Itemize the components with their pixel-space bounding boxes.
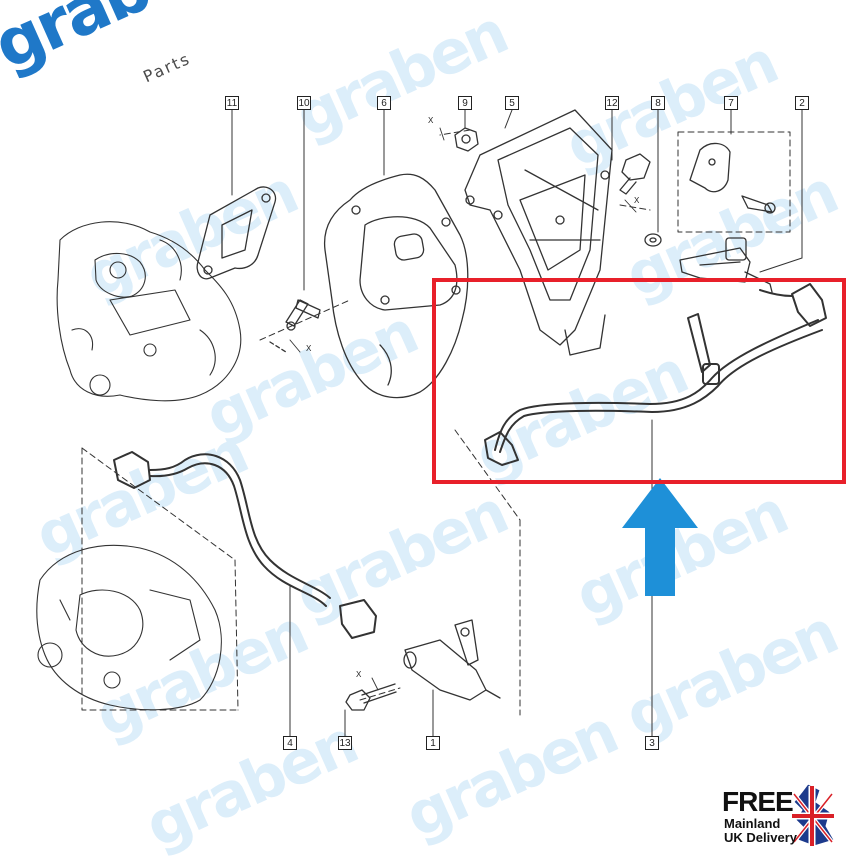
pointer-arrow bbox=[622, 478, 698, 596]
callout-12: 12 bbox=[605, 96, 619, 110]
nut-part-9 bbox=[454, 127, 479, 152]
axis-label: X bbox=[306, 344, 312, 353]
callout-10: 10 bbox=[297, 96, 311, 110]
highlight-box bbox=[432, 278, 846, 484]
washer-part-8 bbox=[644, 233, 662, 247]
delivery-free-label: FREE bbox=[722, 786, 794, 817]
callout-11: 11 bbox=[225, 96, 239, 110]
bracket-part-7 bbox=[689, 142, 776, 214]
callout-3: 3 bbox=[645, 736, 659, 750]
callout-9: 9 bbox=[458, 96, 472, 110]
callout-5: 5 bbox=[505, 96, 519, 110]
axis-label: X bbox=[428, 116, 434, 125]
stud-part-10 bbox=[269, 299, 321, 353]
sensor-part-2 bbox=[679, 237, 773, 293]
wiring-harness-part-3 bbox=[484, 283, 827, 466]
delivery-line-uk: UK Delivery bbox=[724, 830, 797, 845]
callout-1: 1 bbox=[426, 736, 440, 750]
gasket-part-11 bbox=[196, 186, 277, 280]
callout-4: 4 bbox=[283, 736, 297, 750]
gearbox-outline bbox=[36, 544, 222, 711]
sensor-part-1 bbox=[403, 619, 501, 701]
callout-8: 8 bbox=[651, 96, 665, 110]
leader-line-5 bbox=[504, 109, 513, 129]
axis-label: X bbox=[356, 670, 362, 679]
callout-13: 13 bbox=[338, 736, 352, 750]
callout-2: 2 bbox=[795, 96, 809, 110]
callout-6: 6 bbox=[377, 96, 391, 110]
wiring-harness-part-4 bbox=[113, 451, 377, 639]
bracket-part-5 bbox=[464, 109, 613, 356]
engine-block-outline bbox=[56, 221, 242, 402]
uk-flag-icon bbox=[792, 783, 835, 847]
delivery-badge: FREE Mainland UK Delivery bbox=[718, 786, 846, 846]
bolt-part-13 bbox=[345, 683, 397, 711]
callout-7: 7 bbox=[724, 96, 738, 110]
delivery-line-mainland: Mainland bbox=[724, 816, 781, 831]
bracket-7-frame bbox=[677, 131, 791, 233]
axis-label: X bbox=[634, 196, 640, 205]
heat-shield-part-6 bbox=[323, 173, 469, 399]
bolt-part-12 bbox=[619, 153, 651, 195]
